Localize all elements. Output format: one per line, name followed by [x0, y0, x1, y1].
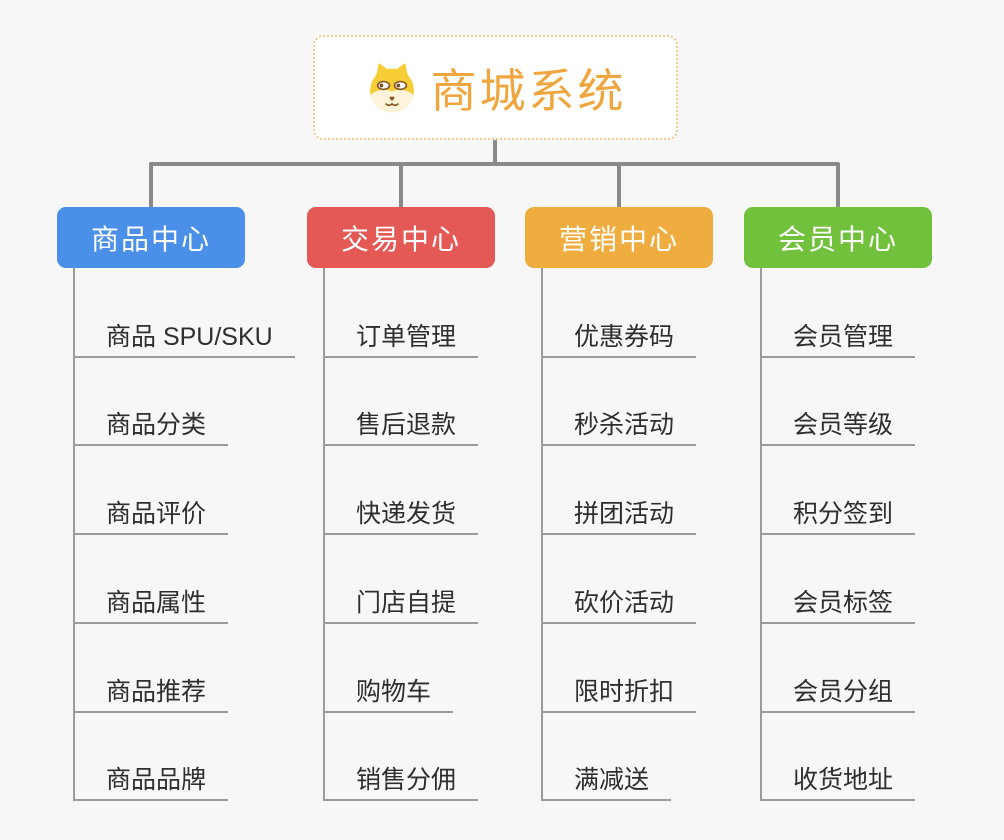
connector-root-stub: [493, 140, 497, 164]
connector-drop-marketing: [617, 164, 621, 207]
connector-drop-member: [836, 164, 840, 207]
connector-horizontal: [149, 162, 840, 166]
leaf-node[interactable]: 积分签到: [760, 501, 916, 535]
leaf-node[interactable]: 门店自提: [323, 590, 479, 624]
leaf-node[interactable]: 会员等级: [760, 412, 916, 446]
connector-drop-product: [149, 164, 153, 207]
leaf-node[interactable]: 会员管理: [760, 324, 916, 358]
leaf-node[interactable]: 快递发货: [323, 501, 479, 535]
dog-face-icon: [369, 63, 414, 112]
leaf-node[interactable]: 砍价活动: [541, 590, 697, 624]
leaf-node[interactable]: 购物车: [323, 679, 454, 713]
branch-node-product[interactable]: 商品中心: [57, 207, 245, 268]
leaf-node[interactable]: 商品品牌: [73, 767, 229, 801]
branch-node-trade[interactable]: 交易中心: [307, 207, 495, 268]
leaf-node[interactable]: 商品评价: [73, 501, 229, 535]
leaf-node[interactable]: 商品分类: [73, 412, 229, 446]
branch-member-center: 会员中心 会员管理 会员等级 积分签到 会员标签 会员分组 收货地址: [744, 207, 994, 807]
branch-marketing-center: 营销中心 优惠券码 秒杀活动 拼团活动 砍价活动 限时折扣 满减送: [525, 207, 775, 807]
leaf-node[interactable]: 会员分组: [760, 679, 916, 713]
leaf-node[interactable]: 优惠券码: [541, 324, 697, 358]
leaf-node[interactable]: 会员标签: [760, 590, 916, 624]
branch-trade-center: 交易中心 订单管理 售后退款 快递发货 门店自提 购物车 销售分佣: [307, 207, 557, 807]
leaf-node[interactable]: 商品 SPU/SKU: [73, 324, 295, 358]
branch-node-member[interactable]: 会员中心: [744, 207, 932, 268]
root-node[interactable]: 商城系统: [313, 35, 678, 140]
root-title: 商城系统: [430, 64, 627, 117]
branch-product-center: 商品中心 商品 SPU/SKU 商品分类 商品评价 商品属性 商品推荐 商品品牌: [57, 207, 307, 807]
leaf-node[interactable]: 拼团活动: [541, 501, 697, 535]
leaf-node[interactable]: 收货地址: [760, 767, 916, 801]
connector-drop-trade: [399, 164, 403, 207]
leaf-node[interactable]: 商品属性: [73, 590, 229, 624]
branch-node-marketing[interactable]: 营销中心: [525, 207, 713, 268]
leaf-node[interactable]: 满减送: [541, 767, 672, 801]
leaf-node[interactable]: 订单管理: [323, 324, 479, 358]
leaf-node[interactable]: 商品推荐: [73, 679, 229, 713]
leaf-node[interactable]: 销售分佣: [323, 767, 479, 801]
leaf-node[interactable]: 售后退款: [323, 412, 479, 446]
leaf-node[interactable]: 秒杀活动: [541, 412, 697, 446]
leaf-node[interactable]: 限时折扣: [541, 679, 697, 713]
